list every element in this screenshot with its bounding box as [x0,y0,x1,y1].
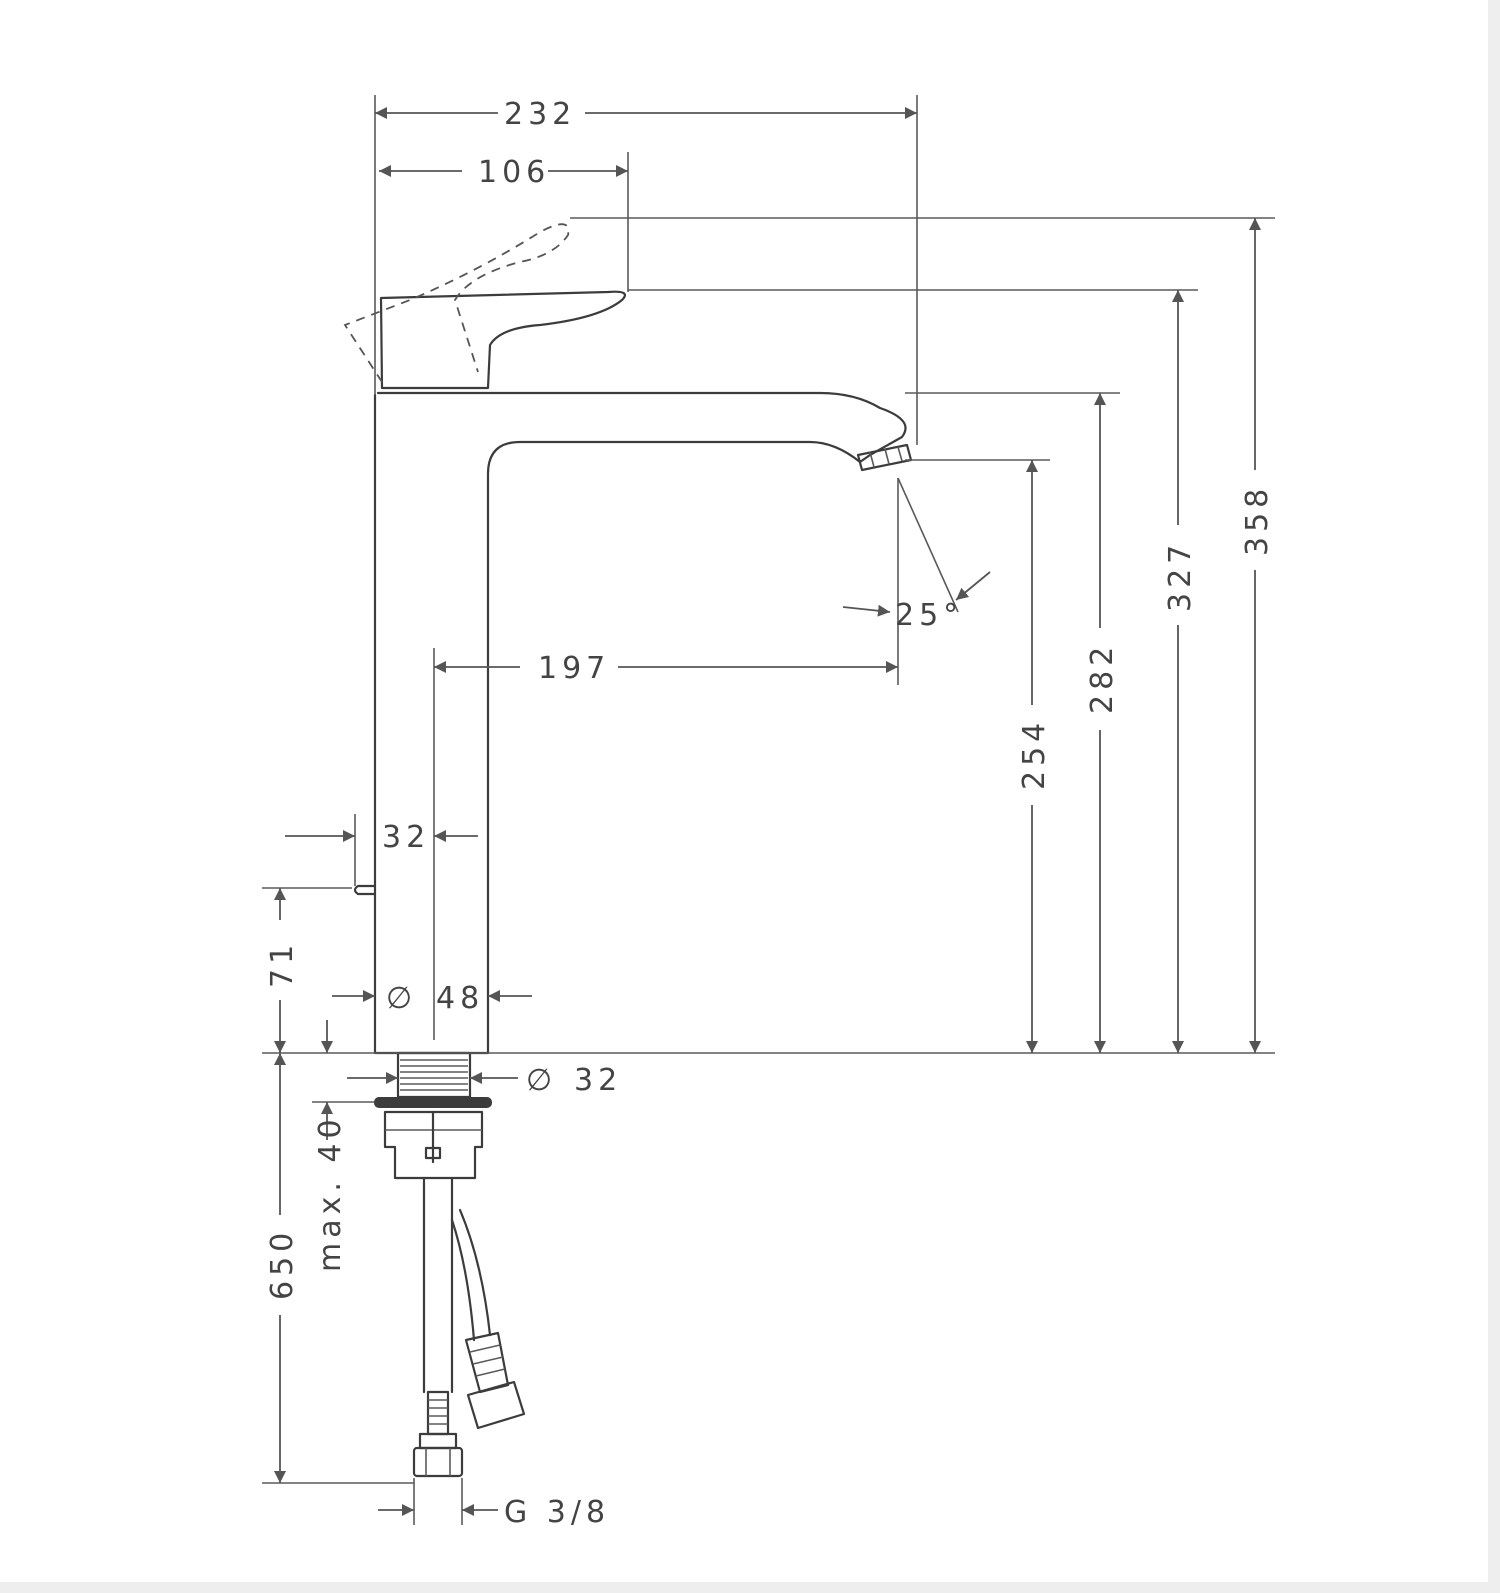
faucet-body [373,391,907,1055]
dim-label-327: 327 [1163,540,1198,612]
lever-open-position [343,223,570,383]
dimension-diameter-48: ∅ 48 [332,981,532,1016]
dim-label-diameter-symbol-32: ∅ [526,1063,557,1098]
dim-label-232: 232 [504,97,576,132]
dimension-32-popup: 32 [285,820,478,855]
dim-label-48: 48 [436,981,484,1016]
shank-threads [400,1059,468,1091]
popup-rod [353,884,377,896]
dimension-327: 327 [1163,290,1198,1053]
dim-label-diameter-symbol-48: ∅ [386,981,417,1016]
dim-label-106: 106 [478,155,550,190]
dimension-232: 232 [375,97,917,132]
supply-hose-bent [450,1208,526,1430]
dim-label-282: 282 [1085,642,1120,714]
dimension-358: 358 [1240,218,1275,1053]
dim-label-32-shank: 32 [574,1063,622,1098]
page-edge-bottom [0,1582,1500,1593]
dimension-angle-25: 25° [842,571,991,633]
lever-handle [379,290,626,390]
page-edge-right [1488,0,1500,1593]
dim-label-71: 71 [265,940,300,988]
fixing-nut [383,1110,484,1180]
dimension-g-3-8: G 3/8 [378,1495,610,1530]
dim-label-358: 358 [1240,484,1275,556]
dim-label-25-degree: 25° [895,598,963,633]
dimension-197: 197 [434,651,898,686]
extension-lines [262,95,1275,1525]
dim-label-254: 254 [1017,718,1052,790]
washer [374,1097,492,1108]
faucet-outline [343,223,913,1478]
dim-label-197: 197 [538,651,610,686]
dim-label-max-40: max. 40 [313,1114,348,1272]
dimension-106: 106 [379,155,628,190]
dim-label-g-3-8: G 3/8 [504,1495,610,1530]
supply-hose-straight [412,1176,464,1478]
dim-label-650: 650 [265,1228,300,1300]
dim-label-32-popup: 32 [382,820,430,855]
dimension-650: 650 [265,1053,300,1483]
dimension-max-40: max. 40 [312,1020,374,1272]
dimension-282: 282 [1085,393,1120,1053]
dimension-diameter-32: ∅ 32 [347,1063,622,1098]
dimension-254: 254 [1017,460,1052,1053]
dimension-71: 71 [265,888,300,1053]
